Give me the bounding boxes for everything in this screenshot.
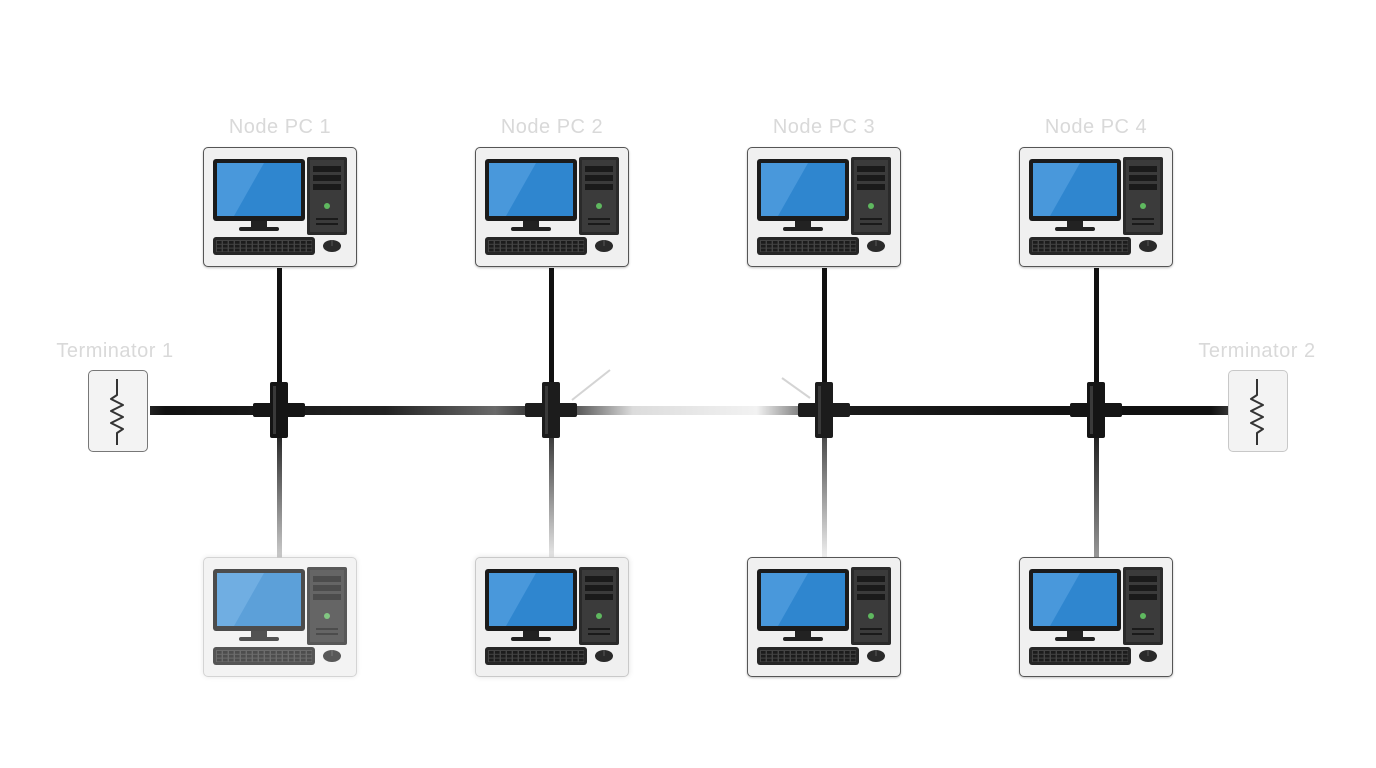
desktop-computer-icon xyxy=(757,567,891,665)
desktop-computer-icon xyxy=(757,157,891,255)
desktop-computer-icon xyxy=(1029,157,1163,255)
desktop-computer-icon xyxy=(485,157,619,255)
desktop-computer-icon xyxy=(213,157,347,255)
pc-node-bottom-3[interactable] xyxy=(747,557,901,677)
drop-cable-bottom-2 xyxy=(549,412,554,558)
resistor-icon xyxy=(1250,379,1264,445)
pc-node-top-2[interactable] xyxy=(475,147,629,267)
drop-cable-bottom-3 xyxy=(822,412,827,558)
node-label-4: Node PC 4 xyxy=(1044,116,1148,138)
node-label-1: Node PC 1 xyxy=(228,116,332,138)
terminator-1[interactable] xyxy=(88,370,148,452)
drop-cable-bottom-4 xyxy=(1094,412,1099,558)
drop-cable-top-1 xyxy=(277,268,282,408)
t-connector-icon xyxy=(253,382,305,438)
drop-cable-bottom-1 xyxy=(277,412,282,558)
drop-cable-top-4 xyxy=(1094,268,1099,408)
desktop-computer-icon xyxy=(213,567,347,665)
node-label-3: Node PC 3 xyxy=(772,116,876,138)
faint-stroke xyxy=(571,369,611,401)
pc-node-top-1[interactable] xyxy=(203,147,357,267)
t-connector-icon xyxy=(1070,382,1122,438)
node-label-2: Node PC 2 xyxy=(500,116,604,138)
t-connector-icon xyxy=(525,382,577,438)
desktop-computer-icon xyxy=(485,567,619,665)
terminator-2[interactable] xyxy=(1228,370,1288,452)
faint-stroke xyxy=(781,377,811,399)
pc-node-bottom-2[interactable] xyxy=(475,557,629,677)
t-connector-icon xyxy=(798,382,850,438)
pc-node-bottom-1[interactable] xyxy=(203,557,357,677)
pc-node-top-4[interactable] xyxy=(1019,147,1173,267)
drop-cable-top-2 xyxy=(549,268,554,408)
terminator-label-1: Terminator 1 xyxy=(56,340,174,362)
desktop-computer-icon xyxy=(1029,567,1163,665)
drop-cable-top-3 xyxy=(822,268,827,408)
pc-node-top-3[interactable] xyxy=(747,147,901,267)
resistor-icon xyxy=(110,379,124,445)
terminator-label-2: Terminator 2 xyxy=(1198,340,1316,362)
bus-cable xyxy=(150,406,1228,415)
pc-node-bottom-4[interactable] xyxy=(1019,557,1173,677)
